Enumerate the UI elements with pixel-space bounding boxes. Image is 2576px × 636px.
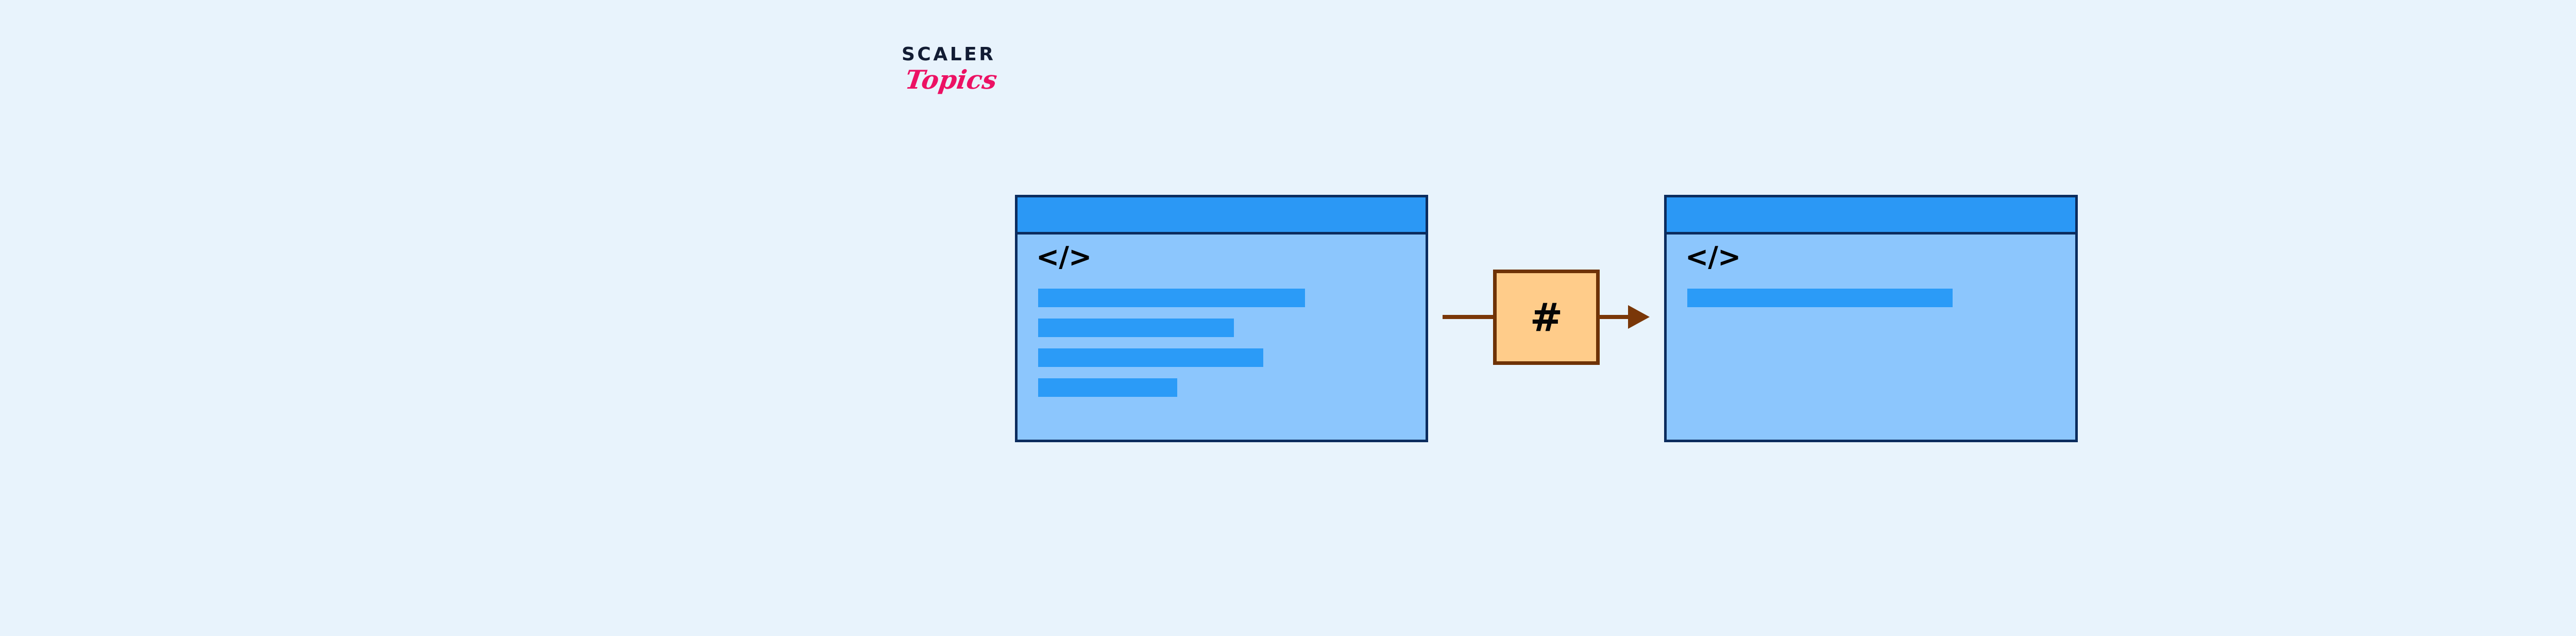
arrow-head-icon: [1628, 305, 1650, 329]
connector-line-output: [1599, 315, 1631, 319]
content-line: [1038, 348, 1263, 367]
content-line: [1038, 378, 1177, 397]
input-document-card: </>: [1015, 195, 1428, 442]
logo-wordmark-scaler: SCALER: [902, 44, 996, 65]
content-line: [1038, 319, 1234, 337]
card-body: </>: [1667, 235, 2075, 440]
connector-line-input: [1443, 315, 1494, 319]
code-icon: </>: [1036, 241, 1092, 273]
code-icon: </>: [1685, 241, 1741, 273]
logo-wordmark-topics: Topics: [903, 64, 999, 95]
scaler-topics-logo: SCALER Topics: [902, 45, 1056, 118]
card-titlebar: [1667, 197, 2075, 235]
card-body: </>: [1018, 235, 1426, 440]
hash-icon: #: [1530, 294, 1563, 340]
content-line-list: [1687, 289, 2055, 319]
hash-function-box: #: [1493, 270, 1600, 365]
content-line: [1038, 289, 1305, 307]
card-titlebar: [1018, 197, 1426, 235]
content-line: [1687, 289, 1953, 307]
hash-output-card: </>: [1664, 195, 2078, 442]
content-line-list: [1038, 289, 1405, 408]
